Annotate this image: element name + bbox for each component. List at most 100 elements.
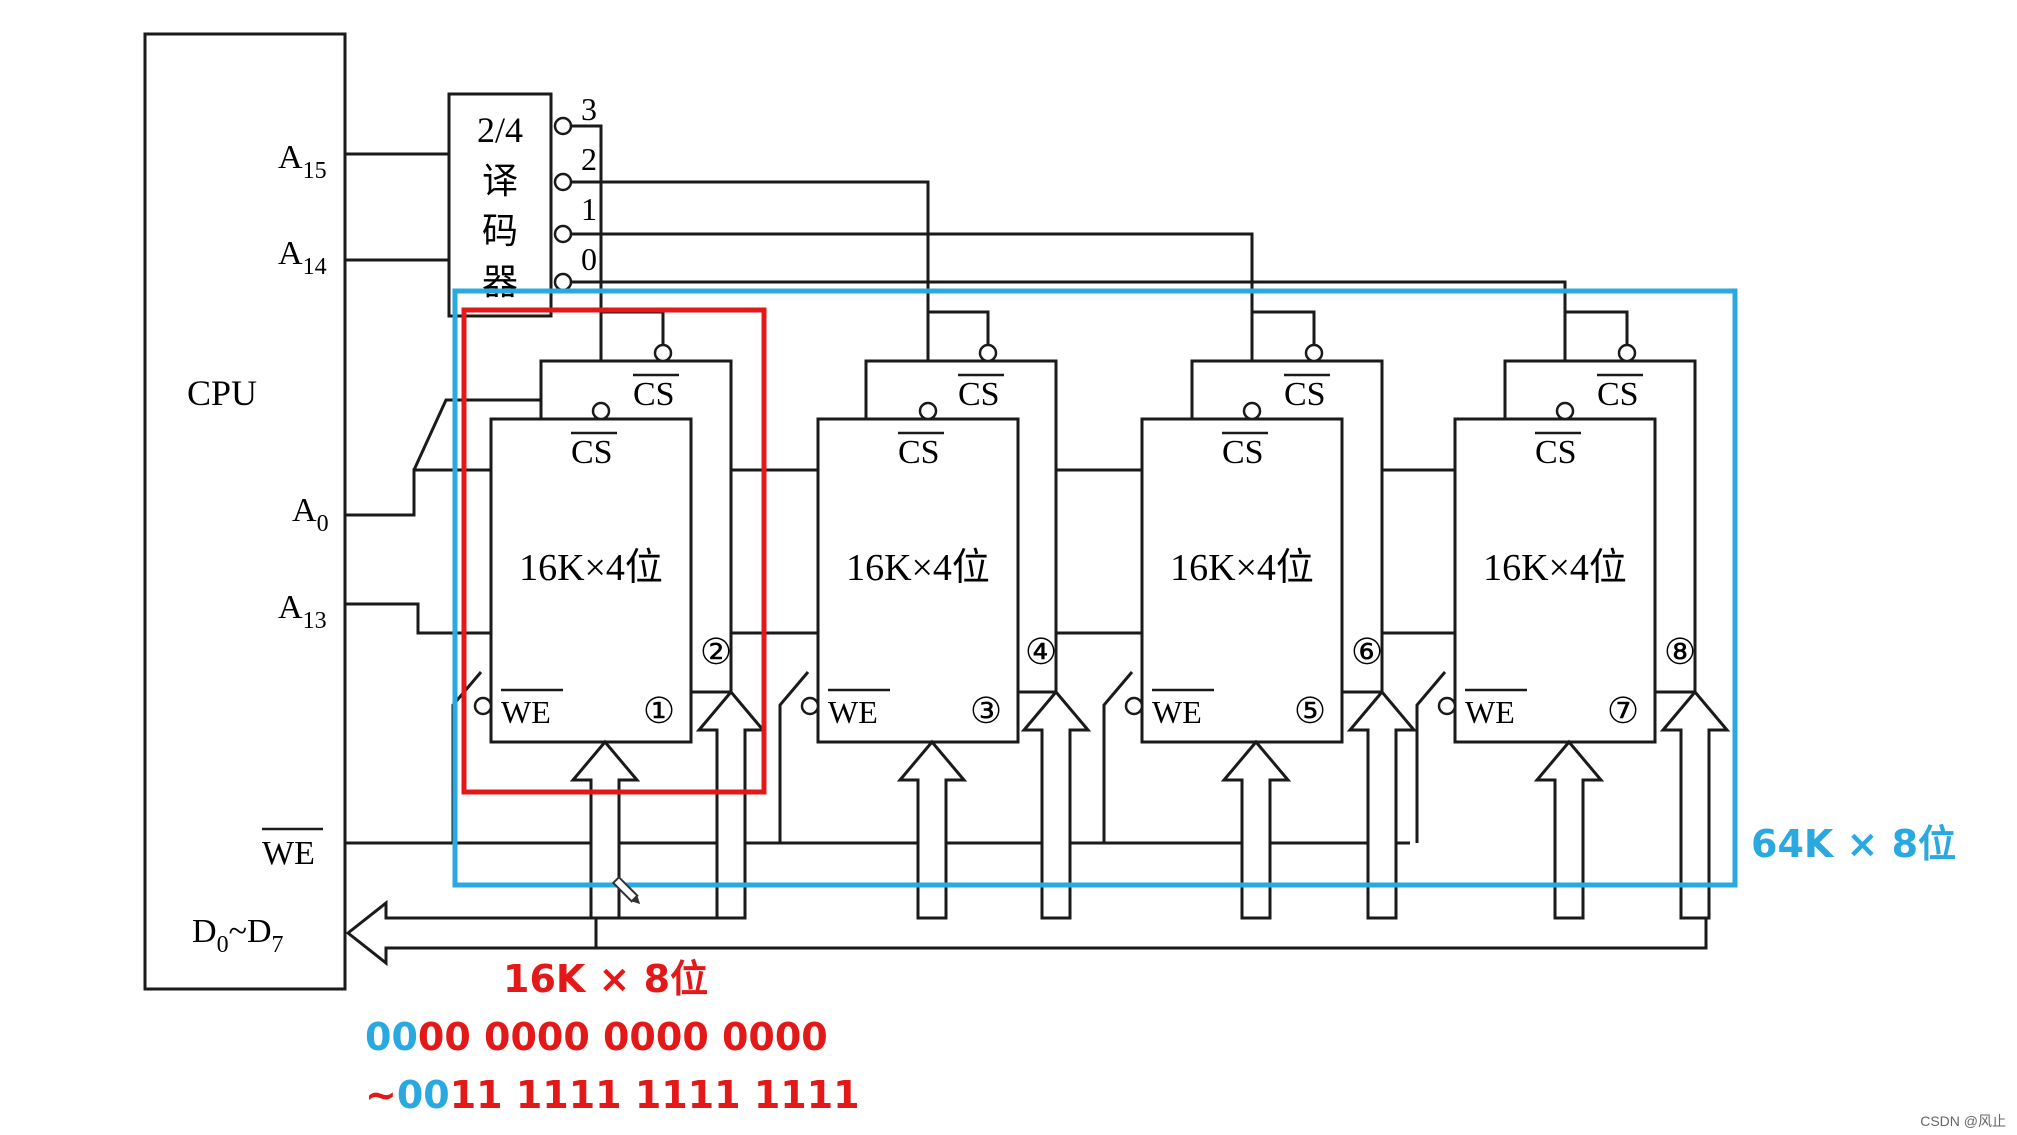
chip-back-cs-label: CS [1597,376,1639,413]
chip-back-number: ② [700,632,732,672]
chip-cs-label: CS [898,434,940,471]
wire-cs-back-1 [926,300,990,347]
bubble-out-0 [553,272,573,292]
chip-capacity-label: 16K×4位 [519,547,663,589]
chip-back-number: ⑧ [1664,632,1696,672]
pin-a15: A15 [278,139,327,184]
chip-cs-label: CS [571,434,613,471]
we-bubble [800,696,820,716]
chip-back-cs-label: CS [1284,376,1326,413]
decoder-out-0: 0 [581,241,597,277]
wire-cs-front-1 [571,180,930,405]
bubble-out-2 [553,172,573,192]
chip-capacity-label: 16K×4位 [846,547,990,589]
svg-text:器: 器 [482,262,518,302]
cs-bubble-front [1555,401,1575,421]
svg-text:译: 译 [482,161,518,201]
chip-back-cs-label: CS [958,376,1000,413]
pin-we: WE [262,835,315,872]
chip-pair-3: CS CS 16K×4位 WE ⑤⑥ [1124,343,1384,744]
pencil-cursor-icon [611,875,641,905]
chip-pair-1: CS CS 16K×4位 WE ①② [473,343,733,744]
chip-front-number: ⑤ [1294,691,1326,731]
chip-back-number: ⑥ [1351,632,1383,672]
chip-capacity-label: 16K×4位 [1170,547,1314,589]
chip-capacity-label: 16K×4位 [1483,547,1627,589]
cs-bubble-back [653,343,673,363]
data-bus-arrow-back-1 [695,689,767,920]
cs-bubble-back [1617,343,1637,363]
chip-cs-label: CS [1535,434,1577,471]
decoder-output-bubbles [553,116,573,292]
decoder-out-1: 1 [581,191,597,227]
pin-a0: A0 [292,492,329,537]
chip-front [1140,417,1344,744]
circuit-wires [345,124,1708,950]
wire-cs-back-3 [1563,300,1629,347]
chip-we-label: WE [1152,694,1202,730]
data-bus-arrow-back-3 [1346,689,1418,920]
chip-cs-label: CS [1222,434,1264,471]
decoder-label: 2/4 译 码 器 [477,110,523,302]
data-bus-arrows [345,689,1731,967]
chip-front-number: ③ [970,691,1002,731]
red-box-label: 16K × 8位 [503,957,708,1001]
bubble-out-3 [553,116,573,136]
chip-we-label: WE [1465,694,1515,730]
data-bus-arrow-front-3 [1220,739,1292,920]
cs-bubble-back [978,343,998,363]
chip-we-label: WE [501,694,551,730]
cs-bubble-front [918,401,938,421]
wire-cs-back-0 [599,300,665,347]
data-bus-arrow-front-4 [1533,739,1605,920]
decoder-output-labels: 3 2 1 0 [581,91,597,277]
pin-a13: A13 [278,589,327,634]
wire-we-chip-2 [1102,671,1134,843]
cpu-label: CPU [187,373,257,413]
chip-pair-4: CS CS 16K×4位 WE ⑦⑧ [1437,343,1697,744]
we-bubble [1437,696,1457,716]
pin-data: D0~D7 [192,913,284,958]
svg-text:2/4: 2/4 [477,110,523,150]
red-highlight-box [461,307,767,795]
cpu-pin-labels: A15 A14 A0 A13 WE D0~D7 [192,139,329,958]
decoder-block [447,92,553,318]
cs-bubble-front [1242,401,1262,421]
wire-cs-back-2 [1250,300,1316,347]
blue-highlight-box [452,288,1738,888]
range-end: ~0011 1111 1111 1111 [365,1073,860,1117]
chip-pair-2: CS CS 16K×4位 WE ③④ [800,343,1058,744]
chip-back-cs-label: CS [633,376,675,413]
watermark: CSDN @风止 [1920,1113,2006,1129]
data-bus-arrow-back-4 [1659,689,1731,920]
chip-front [1453,417,1657,744]
decoder-out-2: 2 [581,141,597,177]
chip-front [489,417,693,744]
cs-bubble-front [591,401,611,421]
memory-chips: CS CS 16K×4位 WE ①② CS CS 16K×4位 WE ③④ CS CS 16K×4位 WE… [473,343,1697,744]
we-bubble [473,696,493,716]
wire-data-return-a [390,900,724,920]
data-bus-arrow-front-1 [569,739,641,920]
data-bus-arrow-back-2 [1020,689,1092,920]
chip-front-number: ① [643,691,675,731]
we-bubble [1124,696,1144,716]
pin-a14: A14 [278,235,327,280]
wire-cs-front-2 [571,232,1254,405]
cpu-data-in-arrow [345,899,598,967]
decoder-out-3: 3 [581,91,597,127]
chip-back-number: ④ [1025,632,1057,672]
chip-front-number: ⑦ [1607,691,1639,731]
wire-we-chip-3 [1415,671,1447,843]
svg-text:码: 码 [482,211,518,251]
bubble-out-1 [553,224,573,244]
data-bus-arrow-front-2 [896,739,968,920]
blue-box-label: 64K × 8位 [1751,822,1956,866]
range-start: 0000 0000 0000 0000 [365,1015,828,1059]
wire-a0-back [412,398,541,471]
wire-we-chip-1 [778,671,810,843]
cs-bubble-back [1304,343,1324,363]
chip-we-label: WE [828,694,878,730]
chip-front [816,417,1020,744]
